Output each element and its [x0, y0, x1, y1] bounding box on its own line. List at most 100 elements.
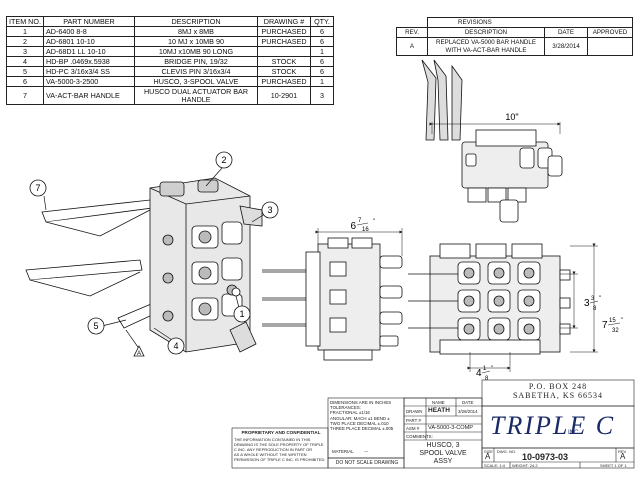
side-width-dimension: 6 7 16 " [350, 218, 375, 233]
tolerance-line: DIMENSIONS ARE IN INCHES [330, 400, 392, 405]
tolerance-line: TOLERANCES: [330, 405, 361, 411]
bom-drawing: 10-2901 [257, 86, 311, 105]
no-scale-note: DO NOT SCALE DRAWING [335, 460, 399, 466]
height-num: 15 [609, 318, 616, 324]
callout-3 [261, 201, 279, 219]
height-unit: " [621, 318, 623, 324]
name-header: NAME [432, 400, 445, 405]
bar-handle-middle [25, 259, 143, 297]
drawing-title: HUSCO, 3 SPOOL VALVE ASSY [404, 442, 482, 466]
table-row: 7 VA-ACT-BAR HANDLE HUSCO DUAL ACTUATOR … [6, 86, 334, 105]
spacing-num: 3 [591, 296, 595, 302]
bottom-whole: 4 [476, 368, 482, 379]
side-view-dimension [315, 228, 403, 256]
top-view [421, 59, 563, 223]
bom-qty: 3 [310, 86, 334, 105]
address-line2: SABETHA, KS 66534 [512, 391, 604, 400]
sheet-label: SHEET 1 OF 1 [600, 463, 627, 468]
callout-5 [87, 317, 105, 335]
top-width-dimension: 10" [505, 112, 518, 122]
rev-desc-line1: REPLACED VA-5000 BAR HANDLE [436, 38, 536, 46]
proprietary-line: THE INFORMATION CONTAINED IN THIS [234, 437, 311, 442]
scale-label: SCALE: 1:4 [484, 463, 505, 468]
spacing-dimension: 3 3 8 " [584, 296, 601, 312]
tolerance-line: TWO PLACE DECIMAL ±.010 [330, 420, 389, 426]
rev-label: REV [618, 449, 627, 454]
address-line1: P.O. BOX 248 [528, 382, 588, 391]
dwg-label: DWG. NO. [497, 449, 517, 454]
asm-label: ASM # [406, 426, 420, 431]
title-line2: SPOOL VALVE [419, 450, 467, 457]
rev-value-block: A [620, 452, 626, 461]
side-width-whole: 6 [350, 221, 356, 232]
proprietary-line: PERMISSION OF TRIPLE C INC. IS PROHIBITE… [234, 457, 326, 462]
revisions-table: REVISIONS REV. DESCRIPTION DATE APPROVED… [396, 17, 633, 56]
callout-7 [29, 179, 47, 197]
part-label: PART # [406, 418, 421, 423]
size-label: SIZE [484, 449, 493, 454]
bottom-num: 1 [483, 366, 487, 372]
asm-value: VA-5000-3-COMP [428, 425, 473, 431]
proprietary-line: C INC. ANY REPRODUCTION IN PART OR [234, 447, 313, 452]
valve-body [149, 177, 263, 353]
company-logo: TRIPLE C [490, 411, 616, 440]
material-value: --- [364, 449, 369, 454]
drawn-name: HEATH [428, 407, 450, 414]
dwg-value: 10-0973-03 [522, 452, 569, 462]
title-line3: ASSY [433, 458, 453, 465]
callout-5-label: 5 [93, 321, 98, 331]
proprietary-line: DRAWING IS THE SOLE PROPERTY OF TRIPLE [234, 442, 324, 447]
callout-4 [167, 337, 185, 355]
rev-desc-line2: WITH VA-ACT-BAR HANDLE [445, 46, 527, 54]
date-header: DATE [462, 400, 474, 405]
height-whole: 7 [602, 320, 608, 331]
side-width-num: 7 [358, 218, 362, 224]
drawn-date: 3/28/2014 [458, 409, 478, 414]
title-block-frame [231, 379, 635, 469]
proprietary-title: PROPRIETARY AND CONFIDENTIAL [241, 430, 321, 435]
height-den: 32 [612, 328, 619, 334]
tolerance-block: DIMENSIONS ARE IN INCHES TOLERANCES: FRA… [330, 400, 404, 431]
bill-of-materials-table: ITEM NO. PART NUMBER DESCRIPTION DRAWING… [6, 16, 334, 105]
tolerance-line: THREE PLACE DECIMAL ±.005 [330, 426, 394, 432]
size-value: A [485, 452, 491, 461]
company-suffix: INC. [568, 430, 580, 436]
bottom-den: 8 [485, 376, 489, 382]
bottom-dimension: 4 1 8 " [476, 366, 493, 382]
tolerance-line: FRACTIONAL ±1/16 [330, 410, 370, 416]
front-view-dimensions [467, 243, 598, 372]
table-row: 6 VA-5000-3-2500 HUSCO, 3-SPOOL VALVE PU… [6, 76, 334, 87]
callout-1-label: 1 [239, 309, 244, 319]
table-row: 3 AD-68D1 LL 10-10 10MJ x10MB 90 LONG 1 [6, 46, 334, 57]
proprietary-line: AS A WHOLE WITHOUT THE WRITTEN [234, 452, 307, 457]
drawn-label: DRAWN [406, 409, 423, 414]
comments-label: COMMENTS: [406, 434, 433, 439]
side-width-den: 16 [362, 227, 369, 233]
bottom-unit: " [491, 366, 493, 372]
top-view-dimension [429, 122, 561, 134]
callout-leaders [43, 167, 269, 351]
height-dimension: 7 15 32 " [602, 318, 623, 334]
callout-2-label: 2 [221, 155, 226, 165]
tolerance-line: ANGULAR: MACH ±1 BEND ± [330, 415, 390, 421]
callout-7-label: 7 [35, 183, 40, 193]
callout-3-label: 3 [267, 205, 272, 215]
side-view [262, 237, 403, 361]
view-a-triangle [133, 345, 145, 357]
title-line1: HUSCO, 3 [426, 442, 460, 449]
front-view [408, 243, 571, 355]
isometric-view [25, 177, 263, 353]
side-width-unit: " [373, 219, 375, 225]
rev-approved [587, 37, 633, 56]
weight-label: WEIGHT: 24.2 [512, 463, 538, 468]
material-label: MATERIAL [332, 449, 354, 454]
spacing-unit: " [599, 296, 601, 302]
bar-handle-upper [41, 199, 153, 237]
spacing-den: 8 [593, 306, 597, 312]
view-a-label: A [137, 351, 141, 357]
callout-2 [215, 151, 233, 169]
callout-1 [233, 305, 251, 323]
callout-4-label: 4 [173, 341, 178, 351]
